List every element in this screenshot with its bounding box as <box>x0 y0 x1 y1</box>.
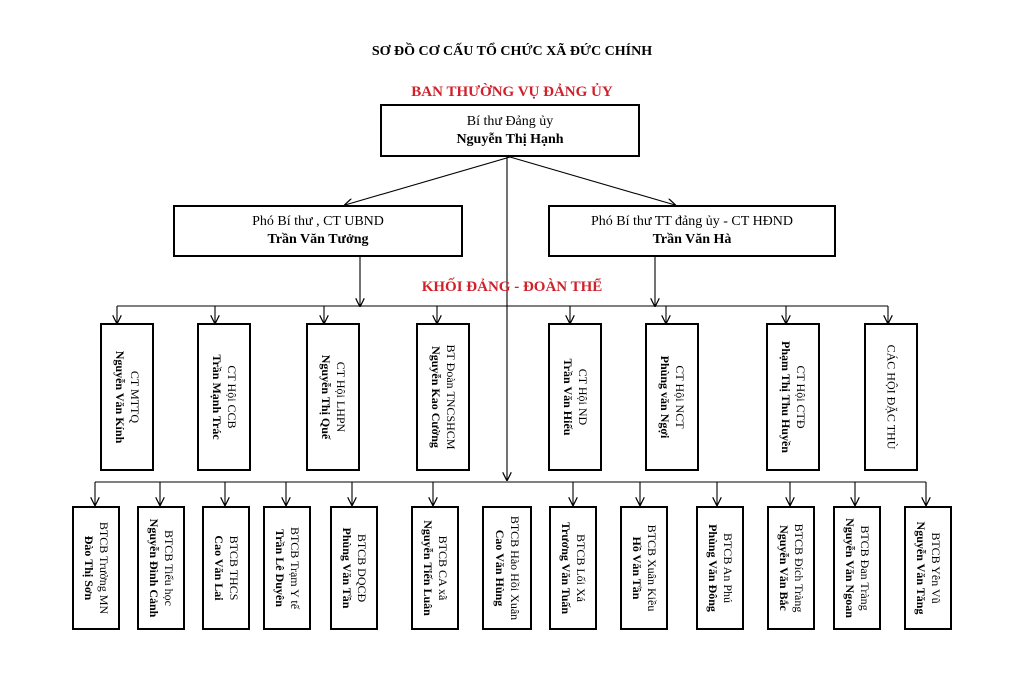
deputy-role: Phó Bí thư , CT UBND <box>252 214 384 229</box>
mass-org-name: Nguyễn Thị Quế <box>319 354 333 440</box>
mass-org-role: CT Hội ND <box>576 368 590 426</box>
branch-role: BTCB An Phú <box>721 532 735 604</box>
branch-role: BTCB Lối Xá <box>574 534 588 602</box>
branch-role: BTCB Trường MN <box>97 521 111 615</box>
branch-role: BTCB THCS <box>227 535 241 601</box>
branch-name: Nguyễn Văn Tăng <box>914 521 928 615</box>
deputy-role: Phó Bí thư TT đảng ủy - CT HĐND <box>590 214 794 229</box>
leader-role: Bí thư Đảng ủy <box>466 113 554 129</box>
mass-org-name: Phùng văn Ngợi <box>658 355 672 439</box>
branch-name: Trương Văn Tuấn <box>559 521 573 615</box>
branch-name: Hồ Văn Tần <box>630 536 644 600</box>
branch-name: Phùng Văn Đông <box>706 524 720 612</box>
deputy-box-hdnd: Phó Bí thư TT đảng ủy - CT HĐND Trần Văn… <box>548 205 836 257</box>
mass-org-role: CT Hội LHPN <box>334 361 348 433</box>
branch-role: BTCB Đích Tràng <box>792 523 806 613</box>
branch-name: Nguyễn Đình Cảnh <box>147 518 161 618</box>
mass-org-role: CÁC HỘI ĐẶC THÙ <box>884 344 899 450</box>
mass-org-name: Trần Mạnh Trác <box>210 354 224 440</box>
branch-role: BTCB Xuân Kiều <box>645 524 659 612</box>
branch-name: Đào Thị Sơn <box>82 535 96 601</box>
mass-org-name: Phạm Thị Thu Huyền <box>779 341 793 453</box>
branch-name: Nguyễn Tiến Luân <box>421 520 435 616</box>
standing-committee-heading: BAN THƯỜNG VỤ ĐẢNG ỦY <box>411 84 613 100</box>
branch-role: BTCB Trạm Y tế <box>288 526 302 610</box>
branch-role: BTCB DQCĐ <box>355 533 369 603</box>
deputy-name: Trần Văn Tưởng <box>267 232 369 247</box>
branch-name: Phùng Văn Tần <box>340 527 354 609</box>
mass-org-role: BT Đoàn TNCSHCM <box>444 344 458 450</box>
mass-org-role: CT Hội CTĐ <box>794 365 808 429</box>
leader-name: Nguyễn Thị Hạnh <box>456 131 564 147</box>
page-title: SƠ ĐỒ CƠ CẤU TỔ CHỨC XÃ ĐỨC CHÍNH <box>371 44 653 59</box>
mass-org-name: Trần Văn Hiếu <box>561 358 575 436</box>
mass-org-role: CT Hội NCT <box>673 365 687 429</box>
branch-role: BTCB Yên Vũ <box>929 532 943 604</box>
branch-role: BTCB Hào Hồi Xuân <box>508 515 522 621</box>
branch-name: Cao Văn Lai <box>212 535 226 601</box>
party-mass-org-heading: KHỐI ĐẢNG - ĐOÀN THỂ <box>421 279 603 295</box>
branch-role: BTCB Đan Tràng <box>858 525 872 611</box>
branch-role: BTCB CA xã <box>436 535 450 601</box>
deputy-box-ubnd: Phó Bí thư , CT UBND Trần Văn Tưởng <box>173 205 463 257</box>
mass-org-box: CÁC HỘI ĐẶC THÙ <box>864 323 918 471</box>
branch-role: BTCB Tiểu học <box>162 529 176 607</box>
deputy-name: Trần Văn Hà <box>652 232 732 247</box>
branch-name: Trần Lê Duyên <box>273 529 287 607</box>
mass-org-role: CT MTTQ <box>128 370 142 424</box>
branch-name: Nguyễn Văn Ngoan <box>843 518 857 618</box>
mass-org-name: Nguyễn Văn Kính <box>113 350 127 444</box>
branch-name: Nguyễn Văn Bắc <box>777 525 791 611</box>
branch-name: Cao Văn Hùng <box>493 529 507 607</box>
leader-box: Bí thư Đảng ủy Nguyễn Thị Hạnh <box>380 104 640 157</box>
mass-org-name: Nguyễn Kao Cường <box>429 346 443 448</box>
mass-org-role: CT Hội CCB <box>225 365 239 429</box>
